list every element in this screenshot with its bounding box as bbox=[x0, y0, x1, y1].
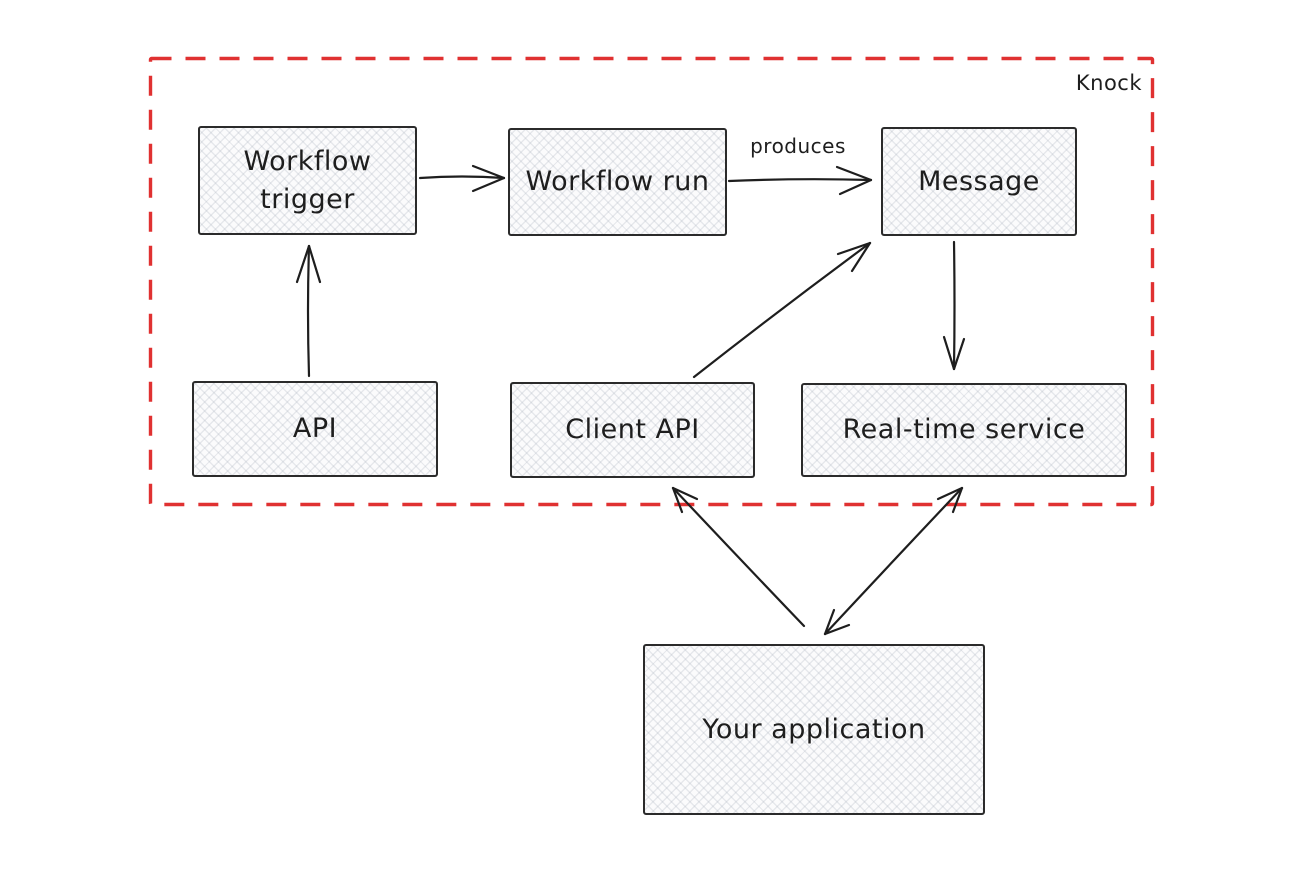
produces-edge-label: produces bbox=[750, 134, 846, 158]
node-workflow-run-label: Workflow run bbox=[525, 166, 710, 198]
node-realtime-service-label: Real-time service bbox=[842, 414, 1086, 446]
node-message: Message bbox=[881, 127, 1077, 236]
arrow-your-application-to-client-api bbox=[671, 486, 806, 628]
node-realtime-service: Real-time service bbox=[801, 383, 1127, 477]
node-workflow-run: Workflow run bbox=[508, 128, 727, 236]
node-message-label: Message bbox=[918, 165, 1040, 197]
node-your-application-label: Your application bbox=[702, 713, 926, 745]
node-your-application: Your application bbox=[643, 644, 985, 815]
knock-boundary-label: Knock bbox=[1075, 71, 1142, 95]
arrow-api-to-workflow-trigger bbox=[295, 244, 322, 378]
node-api-label: API bbox=[292, 413, 338, 445]
node-workflow-trigger: Workflow trigger bbox=[198, 126, 417, 235]
arrow-client-api-to-message bbox=[692, 241, 872, 379]
arrow-workflow-run-to-message bbox=[727, 165, 873, 196]
node-client-api: Client API bbox=[510, 382, 755, 478]
node-workflow-trigger-label: Workflow trigger bbox=[243, 145, 372, 215]
node-client-api-label: Client API bbox=[565, 414, 700, 446]
arrow-workflow-trigger-to-workflow-run bbox=[418, 164, 506, 193]
arrow-your-application-realtime-service-bidirectional bbox=[823, 486, 964, 636]
arrow-message-to-realtime-service bbox=[942, 240, 966, 371]
node-api: API bbox=[192, 381, 438, 477]
